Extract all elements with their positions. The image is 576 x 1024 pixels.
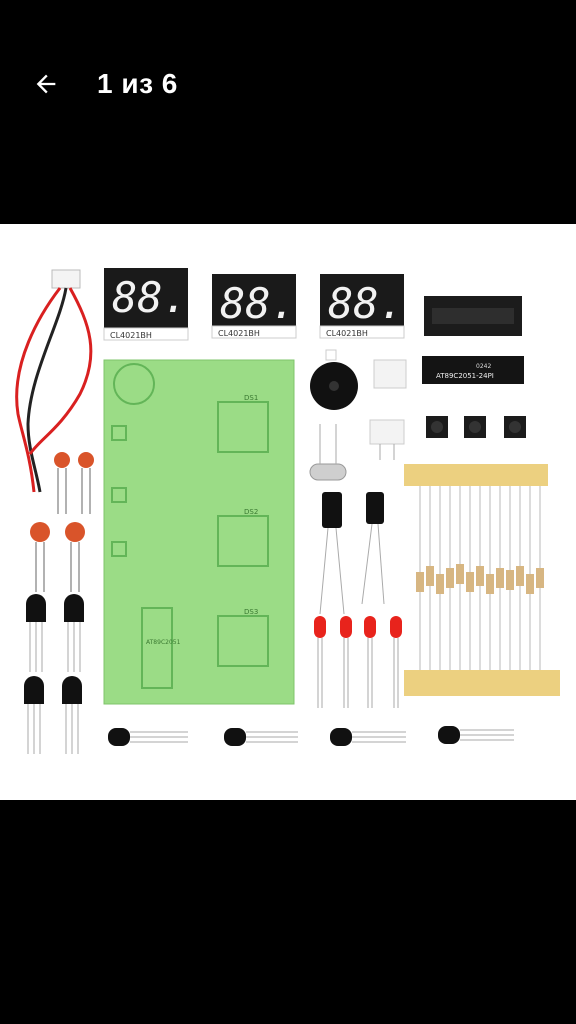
seven-segment-display-2: 88. CL4021BH <box>211 274 297 339</box>
svg-text:AT89C2051: AT89C2051 <box>146 639 181 646</box>
app-bar: 1 из 6 <box>0 0 576 170</box>
transistors-bottom <box>108 726 514 746</box>
image-counter: 1 из 6 <box>97 68 178 99</box>
display-digits: 88. <box>328 279 404 328</box>
mcu-code: 0242 <box>476 363 491 370</box>
seven-segment-display-3: 88. CL4021BH <box>319 274 405 339</box>
seven-segment-display-1: 88. CL4021BH <box>103 268 189 341</box>
mcu-label: AT89C2051-24PI <box>436 372 494 380</box>
electrolytic-capacitors <box>319 492 385 615</box>
red-leds <box>314 616 402 708</box>
display-digits: 88. <box>220 279 296 328</box>
svg-text:DS2: DS2 <box>244 508 258 516</box>
svg-text:DS1: DS1 <box>244 394 258 402</box>
display-label: CL4021BH <box>326 329 368 338</box>
resistor-pack <box>404 464 560 696</box>
svg-text:DS3: DS3 <box>244 608 258 616</box>
mcu-chip: 0242 AT89C2051-24PI <box>422 356 524 384</box>
pcb-board: DS1 DS2 DS3 AT89C2051 <box>103 359 295 705</box>
tact-switches <box>426 416 526 438</box>
arrow-left-icon <box>36 74 56 94</box>
display-digits: 88. <box>112 273 188 322</box>
viewer-background <box>0 800 576 1024</box>
product-photo[interactable]: 88. CL4021BH 88. CL4021BH 88. CL4021BH 0… <box>0 224 576 800</box>
display-label: CL4021BH <box>218 329 260 338</box>
white-connectors <box>369 359 407 460</box>
buzzer <box>310 349 358 410</box>
back-button[interactable] <box>24 62 68 106</box>
wire-connector <box>15 269 93 493</box>
ceramic-capacitors <box>30 452 94 592</box>
crystal <box>309 424 347 481</box>
transistors-left <box>24 594 84 754</box>
ic-socket <box>424 296 522 336</box>
display-label: CL4021BH <box>110 331 152 340</box>
